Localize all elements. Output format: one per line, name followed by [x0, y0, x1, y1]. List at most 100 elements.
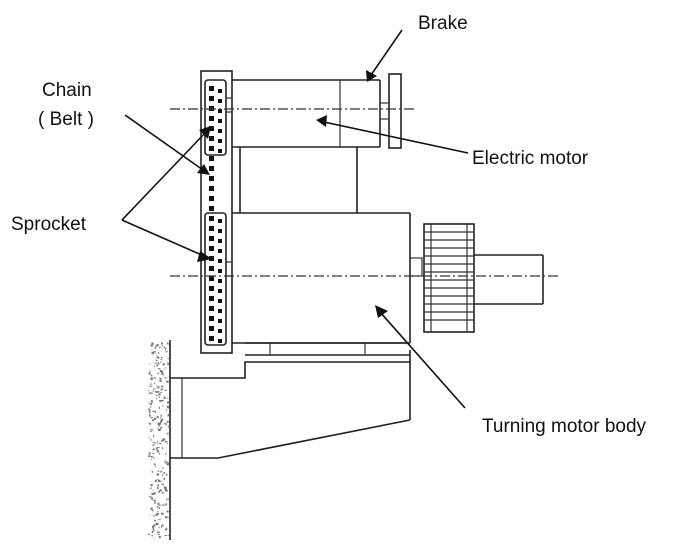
wall-speck: [149, 363, 151, 365]
wall-speck: [157, 387, 159, 389]
wall-speck: [150, 400, 153, 403]
wall-speck: [159, 422, 162, 425]
wall-speck: [156, 415, 159, 419]
wall-speck: [156, 397, 157, 400]
wall-speck: [148, 372, 151, 375]
wall-speck: [149, 487, 152, 489]
wall-speck: [150, 377, 153, 380]
wall-speck: [157, 447, 160, 448]
wall-speck: [153, 530, 155, 532]
wall-speck: [165, 527, 168, 531]
chain-link: [218, 149, 222, 153]
wall-speck: [153, 492, 156, 495]
chain-link: [209, 166, 214, 171]
wall-speck: [167, 405, 169, 408]
wall-speck: [157, 531, 160, 533]
wall-speck: [157, 523, 160, 525]
wall-speck: [162, 467, 164, 469]
wall-speck: [158, 406, 160, 409]
wall-speck: [150, 430, 153, 432]
wall-speck: [160, 391, 162, 393]
wall-speck: [162, 491, 164, 494]
wall-speck: [156, 473, 160, 476]
wall-speck: [155, 514, 158, 516]
wall-speck: [159, 489, 162, 492]
wall-speck: [156, 449, 158, 452]
chain-link: [218, 249, 222, 253]
wall-speck: [160, 361, 162, 363]
wall-speck: [166, 421, 169, 423]
wall-speck: [150, 402, 152, 406]
wall-speck: [149, 411, 151, 414]
wall-speck: [153, 529, 155, 531]
wall-speck: [157, 533, 160, 535]
wall-speck: [153, 411, 155, 413]
chain-link: [209, 196, 214, 201]
wall-speck: [153, 463, 156, 465]
wall-speck: [156, 506, 159, 508]
wall-speck: [165, 441, 168, 443]
wall-speck: [155, 359, 158, 361]
wall-speck: [157, 470, 160, 472]
wall-speck: [148, 496, 152, 498]
wall-speck: [148, 455, 151, 457]
wall-speck: [149, 370, 151, 372]
wall-speck: [149, 392, 151, 394]
wall-speck: [152, 525, 154, 528]
wall-speck: [160, 526, 162, 528]
wall-speck: [150, 392, 153, 394]
wall-speck: [166, 498, 167, 501]
wall-speck: [162, 438, 166, 441]
wall-speck: [160, 470, 162, 473]
support-bracket: [170, 342, 411, 459]
wall-speck: [154, 347, 156, 350]
wall-speck: [151, 374, 153, 377]
chain-links: [209, 86, 222, 343]
wall-speck: [162, 504, 165, 506]
wall-speck: [153, 524, 156, 527]
wall-speck: [151, 498, 154, 500]
wall-speck: [167, 498, 170, 500]
wall-speck: [165, 367, 167, 369]
chain-link: [209, 146, 214, 151]
wall-speck: [150, 429, 153, 431]
chain-link: [209, 206, 214, 211]
wall-speck: [159, 471, 162, 473]
wall-speck: [158, 385, 160, 388]
wall-speck: [158, 507, 160, 510]
wall-speck: [157, 513, 159, 515]
chain-link: [209, 306, 214, 311]
wall-speck: [153, 436, 154, 438]
wall-speck: [161, 372, 164, 374]
turning-motor-body-label: Turning motor body: [482, 416, 647, 437]
wall-speck: [158, 396, 161, 398]
wall-mount: [148, 340, 183, 540]
wall-speck: [157, 362, 160, 365]
wall-speck: [149, 414, 151, 417]
wall-speck: [166, 489, 168, 491]
wall-speck: [153, 351, 156, 353]
wall-speck: [158, 536, 161, 539]
chain-link: [218, 339, 222, 343]
wall-speck: [156, 447, 158, 450]
wall-speck: [166, 510, 169, 513]
wall-speck: [156, 395, 158, 396]
wall-speck: [154, 417, 157, 420]
chain-link: [209, 156, 214, 161]
wall-speck: [156, 355, 158, 358]
chain-link: [218, 109, 222, 113]
wall-speck: [154, 465, 156, 468]
wall-speck: [152, 444, 155, 446]
chain-link: [209, 336, 214, 341]
wall-speck: [151, 492, 154, 495]
chain-link: [218, 309, 222, 313]
wall-speck: [149, 514, 151, 516]
wall-speck: [160, 426, 162, 429]
chain-link: [209, 286, 214, 291]
wall-speck: [164, 422, 166, 424]
wall-speck: [162, 373, 164, 376]
wall-speck: [158, 424, 160, 427]
wall-speck: [158, 479, 161, 482]
wall-speck: [164, 389, 167, 391]
